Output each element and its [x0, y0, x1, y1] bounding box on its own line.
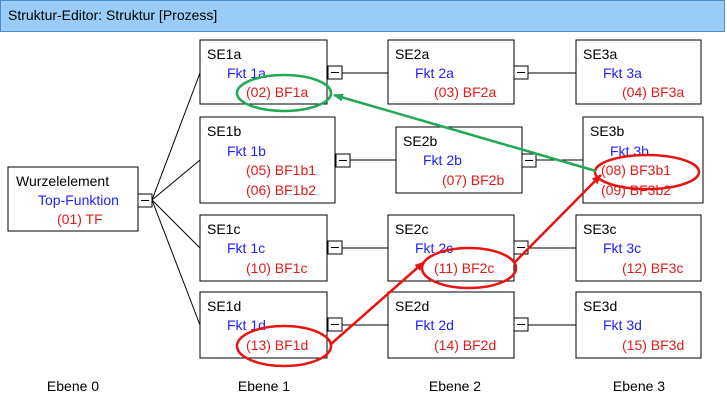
node-name: SE2d [395, 298, 429, 314]
node-se1c[interactable]: SE1c Fkt 1c (10) BF1c [199, 214, 328, 282]
node-name: SE1d [207, 298, 241, 314]
node-function: Fkt 1d [227, 317, 266, 333]
level-label-1: Ebene 1 [238, 378, 290, 394]
node-name: SE3d [583, 298, 617, 314]
node-failure: (15) BF3d [622, 337, 684, 353]
node-function: Fkt 1c [227, 240, 265, 256]
node-function: Fkt 3c [603, 240, 641, 256]
level-label-0: Ebene 0 [47, 378, 99, 394]
node-se1a[interactable]: SE1a Fkt 1a (02) BF1a [199, 39, 328, 105]
node-function: Fkt 1b [227, 143, 266, 159]
node-se3a[interactable]: SE3a Fkt 3a (04) BF3a [575, 39, 702, 105]
node-function: Fkt 2a [415, 65, 454, 81]
node-failure: (12) BF3c [622, 260, 683, 276]
node-function: Top-Funktion [38, 192, 119, 208]
node-name: SE2b [403, 133, 437, 149]
collapse-toggle-se1c[interactable] [327, 240, 343, 255]
collapse-toggle-se1b[interactable] [335, 153, 351, 168]
window-title: Struktur-Editor: Struktur [Prozess] [8, 7, 218, 23]
node-function: Fkt 3d [603, 317, 642, 333]
node-se2a[interactable]: SE2a Fkt 2a (03) BF2a [387, 39, 515, 105]
collapse-toggle-se1d[interactable] [327, 317, 343, 332]
node-failure: (11) BF2c [434, 260, 494, 276]
highlight-bf1d [235, 324, 333, 368]
node-se2b[interactable]: SE2b Fkt 2b (07) BF2b [395, 126, 523, 194]
collapse-toggle-se2b[interactable] [521, 153, 537, 168]
node-failure: (02) BF1a [246, 84, 308, 100]
node-failure: (06) BF1b2 [246, 182, 316, 198]
node-se2c[interactable]: SE2c Fkt 2c (11) BF2c [387, 214, 515, 282]
node-se1d[interactable]: SE1d Fkt 1d (13) BF1d [199, 291, 328, 359]
level-label-3: Ebene 3 [613, 378, 665, 394]
node-failure: (07) BF2b [442, 172, 504, 188]
node-function: Fkt 2b [423, 152, 462, 168]
node-function: Fkt 1a [227, 65, 266, 81]
node-se1b[interactable]: SE1b Fkt 1b (05) BF1b1 (06) BF1b2 [199, 116, 336, 204]
highlight-bf1a [235, 73, 333, 113]
collapse-toggle-se2d[interactable] [513, 317, 529, 332]
title-bar: Struktur-Editor: Struktur [Prozess] [0, 0, 725, 32]
node-name: SE3b [590, 123, 624, 139]
node-failure: (01) TF [57, 211, 103, 227]
arrow-red-bf2c-to-bf3b1 [513, 174, 602, 264]
arrow-green-bf3b1-to-bf1a [333, 93, 597, 173]
level-label-2: Ebene 2 [429, 378, 481, 394]
node-failure: (13) BF1d [246, 337, 308, 353]
arrows [330, 93, 602, 345]
node-failure: (05) BF1b1 [246, 162, 316, 178]
node-se2d[interactable]: SE2d Fkt 2d (14) BF2d [387, 291, 515, 359]
node-name: SE1c [207, 221, 240, 237]
node-failure: (08) BF3b1 [601, 162, 671, 178]
node-failure: (10) BF1c [246, 260, 307, 276]
node-name: SE3a [583, 46, 617, 62]
collapse-toggle-root[interactable] [137, 193, 153, 208]
node-function: Fkt 2d [415, 317, 454, 333]
node-se3c[interactable]: SE3c Fkt 3c (12) BF3c [575, 214, 702, 282]
node-failure: (04) BF3a [622, 84, 684, 100]
node-name: SE2c [395, 221, 428, 237]
node-name: SE1a [207, 46, 241, 62]
node-se3d[interactable]: SE3d Fkt 3d (15) BF3d [575, 291, 702, 359]
node-failure: (14) BF2d [434, 337, 496, 353]
node-name: SE2a [395, 46, 429, 62]
node-function: Fkt 3a [603, 65, 642, 81]
node-name: Wurzelelement [16, 173, 109, 189]
node-failure: (03) BF2a [434, 84, 496, 100]
collapse-toggle-se2a[interactable] [513, 65, 529, 80]
collapse-toggle-se1a[interactable] [327, 65, 343, 80]
level-labels: Ebene 0 Ebene 1 Ebene 2 Ebene 3 [47, 378, 665, 394]
arrow-red-bf1d-to-bf2c [330, 261, 425, 345]
node-root[interactable]: Wurzelelement Top-Funktion (01) TF [7, 166, 139, 232]
node-name: SE3c [583, 221, 616, 237]
node-name: SE1b [207, 123, 241, 139]
